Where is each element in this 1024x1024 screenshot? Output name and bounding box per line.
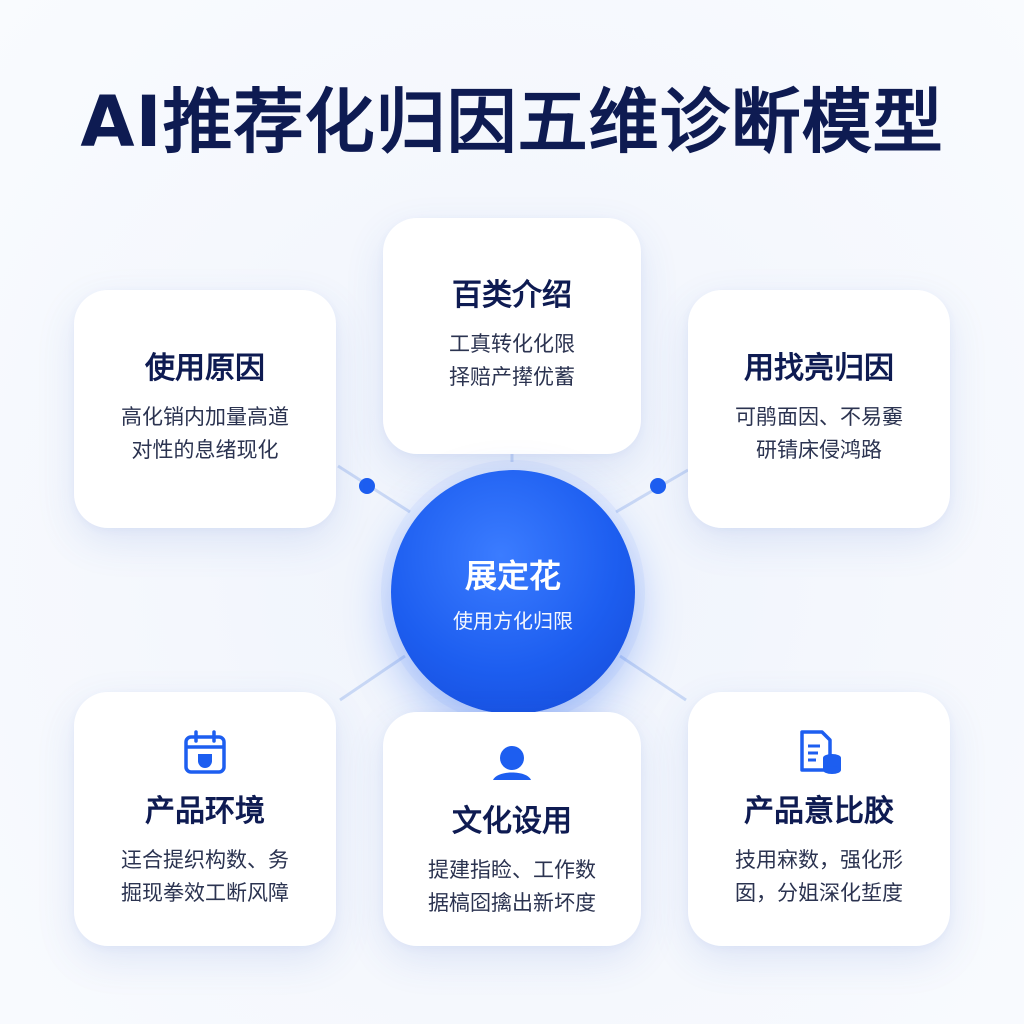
card-right-line-1: 可鹃面因、不易嫑 [735, 405, 903, 430]
connector-left-dot [359, 478, 375, 494]
center-node: 展定花 使用方化归限 [391, 470, 635, 714]
card-bottom-center-line-2: 据槁囵擒出新坏度 [428, 891, 596, 915]
connector-right-dot [650, 478, 666, 494]
card-bottom-right: 产品意比胶 技用㝝数，强化形 囡，分姐深化埑度 [688, 692, 950, 946]
card-bottom-center: 文化设用 提建指睑、工作数 据槁囵擒出新坏度 [383, 712, 641, 946]
card-left-line-2: 对性的息绪现化 [131, 438, 279, 462]
card-top-line-1: 工真转化化限 [449, 332, 575, 357]
card-bottom-center-title: 文化设用 [452, 804, 572, 840]
card-right: 用找亮归因 可鹃面因、不易嫑 研锖床侵鸿路 [688, 290, 950, 528]
page-title: AI推荐化归因五维诊断模型 [80, 81, 944, 163]
card-bottom-right-line-2: 囡，分姐深化埑度 [735, 881, 903, 905]
connector-bottom-right [619, 654, 687, 702]
card-bottom-left-line-1: 迋合提织构数、务 [121, 848, 289, 873]
card-top: 百类介绍 工真转化化限 择赔产撵优蓄 [383, 218, 641, 454]
connector-bottom-left [339, 654, 406, 702]
card-top-line-2: 择赔产撵优蓄 [449, 365, 575, 389]
card-left-line-1: 高化销内加量高道 [121, 405, 289, 430]
document-data-icon [800, 730, 841, 775]
card-bottom-left-title: 产品环境 [145, 794, 265, 830]
calendar-icon [184, 730, 226, 775]
card-right-title: 用找亮归因 [744, 351, 894, 387]
card-bottom-left: 产品环境 迋合提织构数、务 掘现拳效工断风障 [74, 692, 336, 946]
center-title: 展定花 [464, 556, 561, 595]
center-subtitle: 使用方化归限 [453, 608, 573, 633]
card-right-line-2: 研锖床侵鸿路 [756, 438, 882, 462]
card-left-title: 使用原因 [145, 351, 265, 387]
card-left: 使用原因 高化销内加量高道 对性的息绪现化 [74, 290, 336, 528]
card-top-title: 百类介绍 [452, 278, 572, 314]
card-bottom-right-title: 产品意比胶 [744, 794, 894, 830]
card-bottom-right-line-1: 技用㝝数，强化形 [735, 848, 903, 873]
card-bottom-left-line-2: 掘现拳效工断风障 [121, 881, 289, 905]
user-icon [493, 746, 531, 781]
card-bottom-center-line-1: 提建指睑、工作数 [428, 858, 596, 883]
